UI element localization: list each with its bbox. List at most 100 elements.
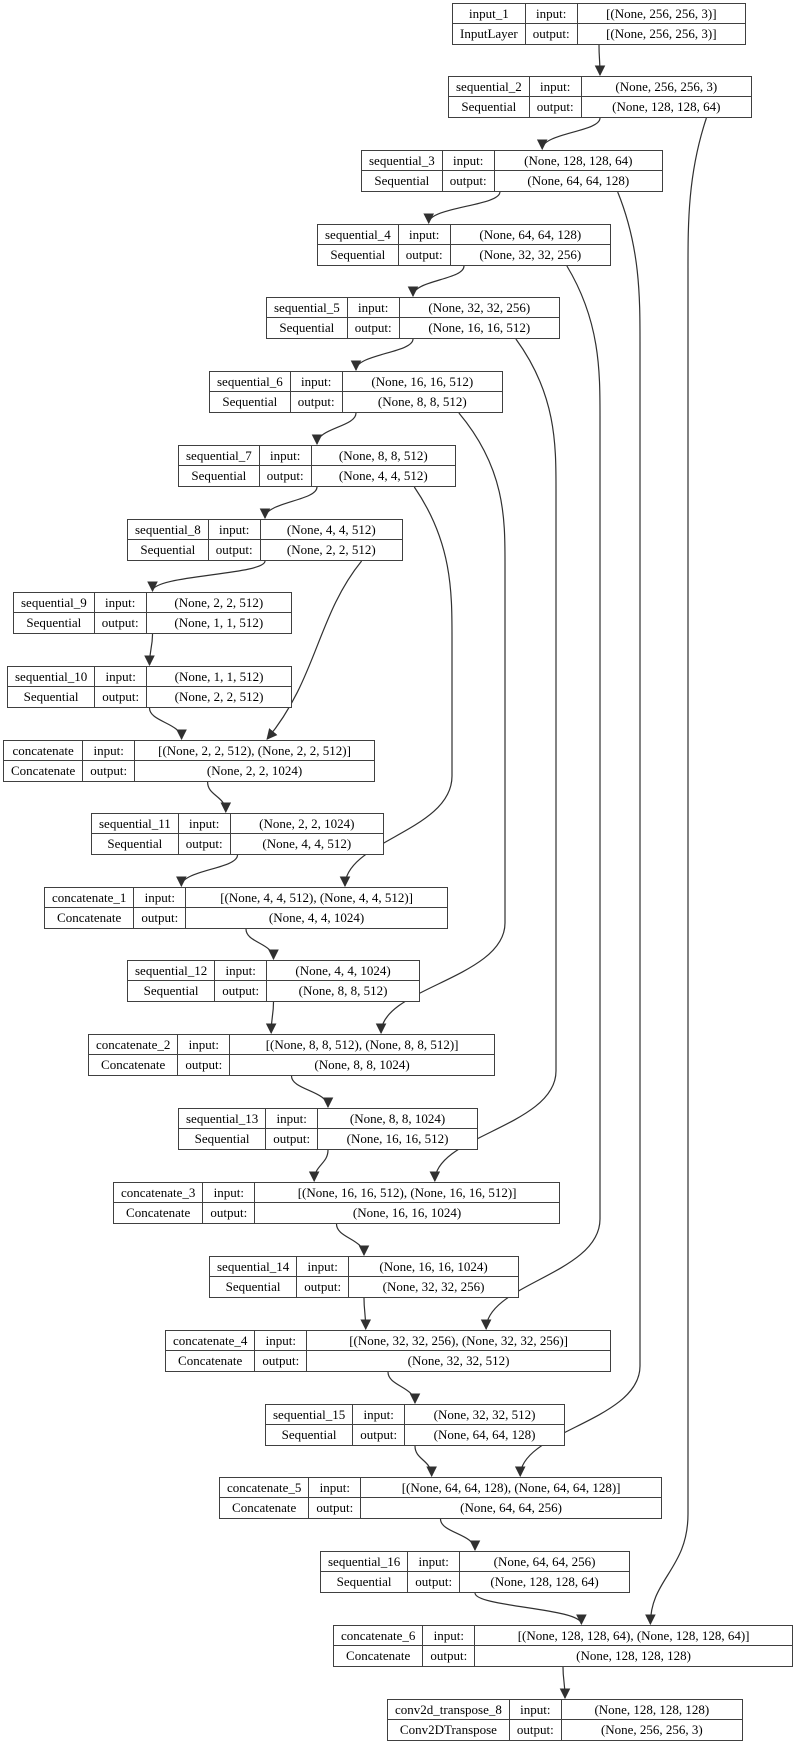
output-label: output: <box>255 1351 308 1371</box>
input-shape: [(None, 128, 128, 64), (None, 128, 128, … <box>475 1626 792 1646</box>
edge-concatenate_1-to-sequential_12 <box>245 928 279 961</box>
layer-name: sequential_12 <box>128 961 216 981</box>
edge-concatenate_4-to-sequential_15 <box>387 1371 421 1405</box>
layer-name: sequential_9 <box>14 593 95 613</box>
layer-name: concatenate_3 <box>114 1183 204 1203</box>
input-label: input: <box>215 961 268 981</box>
input-shape: (None, 32, 32, 512) <box>405 1405 564 1425</box>
edge-sequential_13-to-concatenate_3 <box>308 1149 329 1183</box>
node-sequential_16: sequential_16 input: (None, 64, 64, 256)… <box>320 1551 630 1593</box>
output-label: output: <box>530 97 582 117</box>
input-label: input: <box>95 667 148 687</box>
node-sequential_4: sequential_4 input: (None, 64, 64, 128) … <box>317 224 611 266</box>
input-shape: [(None, 8, 8, 512), (None, 8, 8, 512)] <box>230 1035 494 1055</box>
layer-type: Sequential <box>362 171 443 191</box>
layer-name: concatenate_1 <box>45 888 135 908</box>
input-label: input: <box>398 225 451 245</box>
input-shape: (None, 128, 128, 128) <box>561 1700 742 1720</box>
input-shape: (None, 32, 32, 256) <box>399 298 559 318</box>
layer-name: sequential_2 <box>449 77 530 97</box>
output-shape: (None, 64, 64, 128) <box>527 173 630 188</box>
output-shape: (None, 8, 8, 1024) <box>314 1057 410 1072</box>
input-label: input: <box>83 741 136 761</box>
layer-name: sequential_15 <box>266 1405 354 1425</box>
output-shape: (None, 128, 128, 64) <box>490 1574 599 1589</box>
node-sequential_11: sequential_11 input: (None, 2, 2, 1024) … <box>91 813 384 855</box>
input-shape: (None, 64, 64, 256) <box>460 1552 629 1572</box>
edge-concatenate_3-to-sequential_14 <box>335 1223 370 1257</box>
layer-type: Concatenate <box>114 1203 204 1223</box>
output-label: output: <box>443 171 495 191</box>
output-label: output: <box>95 687 148 707</box>
output-shape: (None, 2, 2, 512) <box>286 542 376 557</box>
input-label: input: <box>297 1257 350 1277</box>
output-shape: (None, 8, 8, 512) <box>377 394 467 409</box>
output-label: output: <box>348 318 400 338</box>
input-label: input: <box>290 372 343 392</box>
edge-sequential_9-to-sequential_10 <box>144 633 155 667</box>
input-label: input: <box>408 1552 461 1572</box>
output-label: output: <box>134 908 187 928</box>
input-shape: [(None, 32, 32, 256), (None, 32, 32, 256… <box>307 1331 610 1351</box>
layer-name: input_1 <box>453 4 526 24</box>
output-label: output: <box>209 540 261 560</box>
input-shape: [(None, 4, 4, 512), (None, 4, 4, 512)] <box>186 888 447 908</box>
input-label: input: <box>255 1331 308 1351</box>
edge-sequential_6-to-sequential_7 <box>311 412 357 446</box>
input-label: input: <box>94 593 147 613</box>
node-sequential_3: sequential_3 input: (None, 128, 128, 64)… <box>361 150 663 192</box>
output-shape: (None, 2, 2, 512) <box>174 689 264 704</box>
output-shape: (None, 16, 16, 512) <box>346 1131 449 1146</box>
edge-sequential_14-to-concatenate_4 <box>360 1297 372 1331</box>
input-shape: (None, 128, 128, 64) <box>494 151 662 171</box>
output-shape: (None, 8, 8, 512) <box>298 983 388 998</box>
output-shape: (None, 4, 4, 512) <box>262 836 352 851</box>
output-label: output: <box>83 761 136 781</box>
edge-concatenate_5-to-sequential_16 <box>439 1518 481 1552</box>
edge-concatenate_6-to-conv2d_transpose_8 <box>559 1666 571 1700</box>
output-label: output: <box>95 613 147 633</box>
output-shape: (None, 256, 256, 3) <box>600 1722 703 1737</box>
output-shape: (None, 128, 128, 64) <box>612 99 721 114</box>
edge-sequential_6-to-concatenate_2 <box>375 412 506 1035</box>
layer-name: sequential_3 <box>362 151 443 171</box>
output-shape: [(None, 256, 256, 3)] <box>606 26 717 41</box>
edge-sequential_12-to-concatenate_2 <box>265 1001 277 1035</box>
input-shape: (None, 8, 8, 1024) <box>318 1109 477 1129</box>
layer-type: Sequential <box>14 613 95 633</box>
input-label: input: <box>134 888 187 908</box>
node-concatenate_3: concatenate_3 input: [(None, 16, 16, 512… <box>113 1182 560 1224</box>
layer-type: Sequential <box>8 687 96 707</box>
layer-name: concatenate_5 <box>220 1478 310 1498</box>
output-label: output: <box>266 1129 319 1149</box>
input-label: input: <box>353 1405 406 1425</box>
layer-type: Concatenate <box>89 1055 179 1075</box>
edge-sequential_3-to-concatenate_5 <box>514 191 641 1478</box>
layer-name: sequential_11 <box>92 814 179 834</box>
input-shape: (None, 1, 1, 512) <box>147 667 291 687</box>
layer-type: Conv2DTranspose <box>388 1720 510 1740</box>
output-shape: (None, 4, 4, 512) <box>338 468 428 483</box>
layer-name: concatenate_2 <box>89 1035 179 1055</box>
input-label: input: <box>266 1109 319 1129</box>
node-concatenate_1: concatenate_1 input: [(None, 4, 4, 512),… <box>44 887 448 929</box>
node-sequential_14: sequential_14 input: (None, 16, 16, 1024… <box>209 1256 519 1298</box>
output-shape: (None, 64, 64, 256) <box>460 1500 562 1515</box>
input-label: input: <box>525 4 578 24</box>
layer-type: Sequential <box>128 981 216 1001</box>
input-label: input: <box>203 1183 256 1203</box>
output-shape: (None, 16, 16, 512) <box>428 320 531 335</box>
layer-type: Sequential <box>267 318 348 338</box>
node-input_1: input_1 input: [(None, 256, 256, 3)] Inp… <box>452 3 746 45</box>
layer-type: Sequential <box>321 1572 409 1592</box>
layer-name: sequential_8 <box>128 520 209 540</box>
node-sequential_10: sequential_10 input: (None, 1, 1, 512) S… <box>7 666 292 708</box>
edge-sequential_5-to-sequential_6 <box>350 338 414 372</box>
layer-type: Concatenate <box>45 908 135 928</box>
input-shape: (None, 8, 8, 512) <box>311 446 455 466</box>
output-shape: (None, 4, 4, 1024) <box>268 910 365 925</box>
output-label: output: <box>526 24 578 44</box>
output-shape: (None, 64, 64, 128) <box>433 1427 536 1442</box>
edge-concatenate-to-sequential_11 <box>207 781 232 814</box>
layer-type: Sequential <box>92 834 179 854</box>
